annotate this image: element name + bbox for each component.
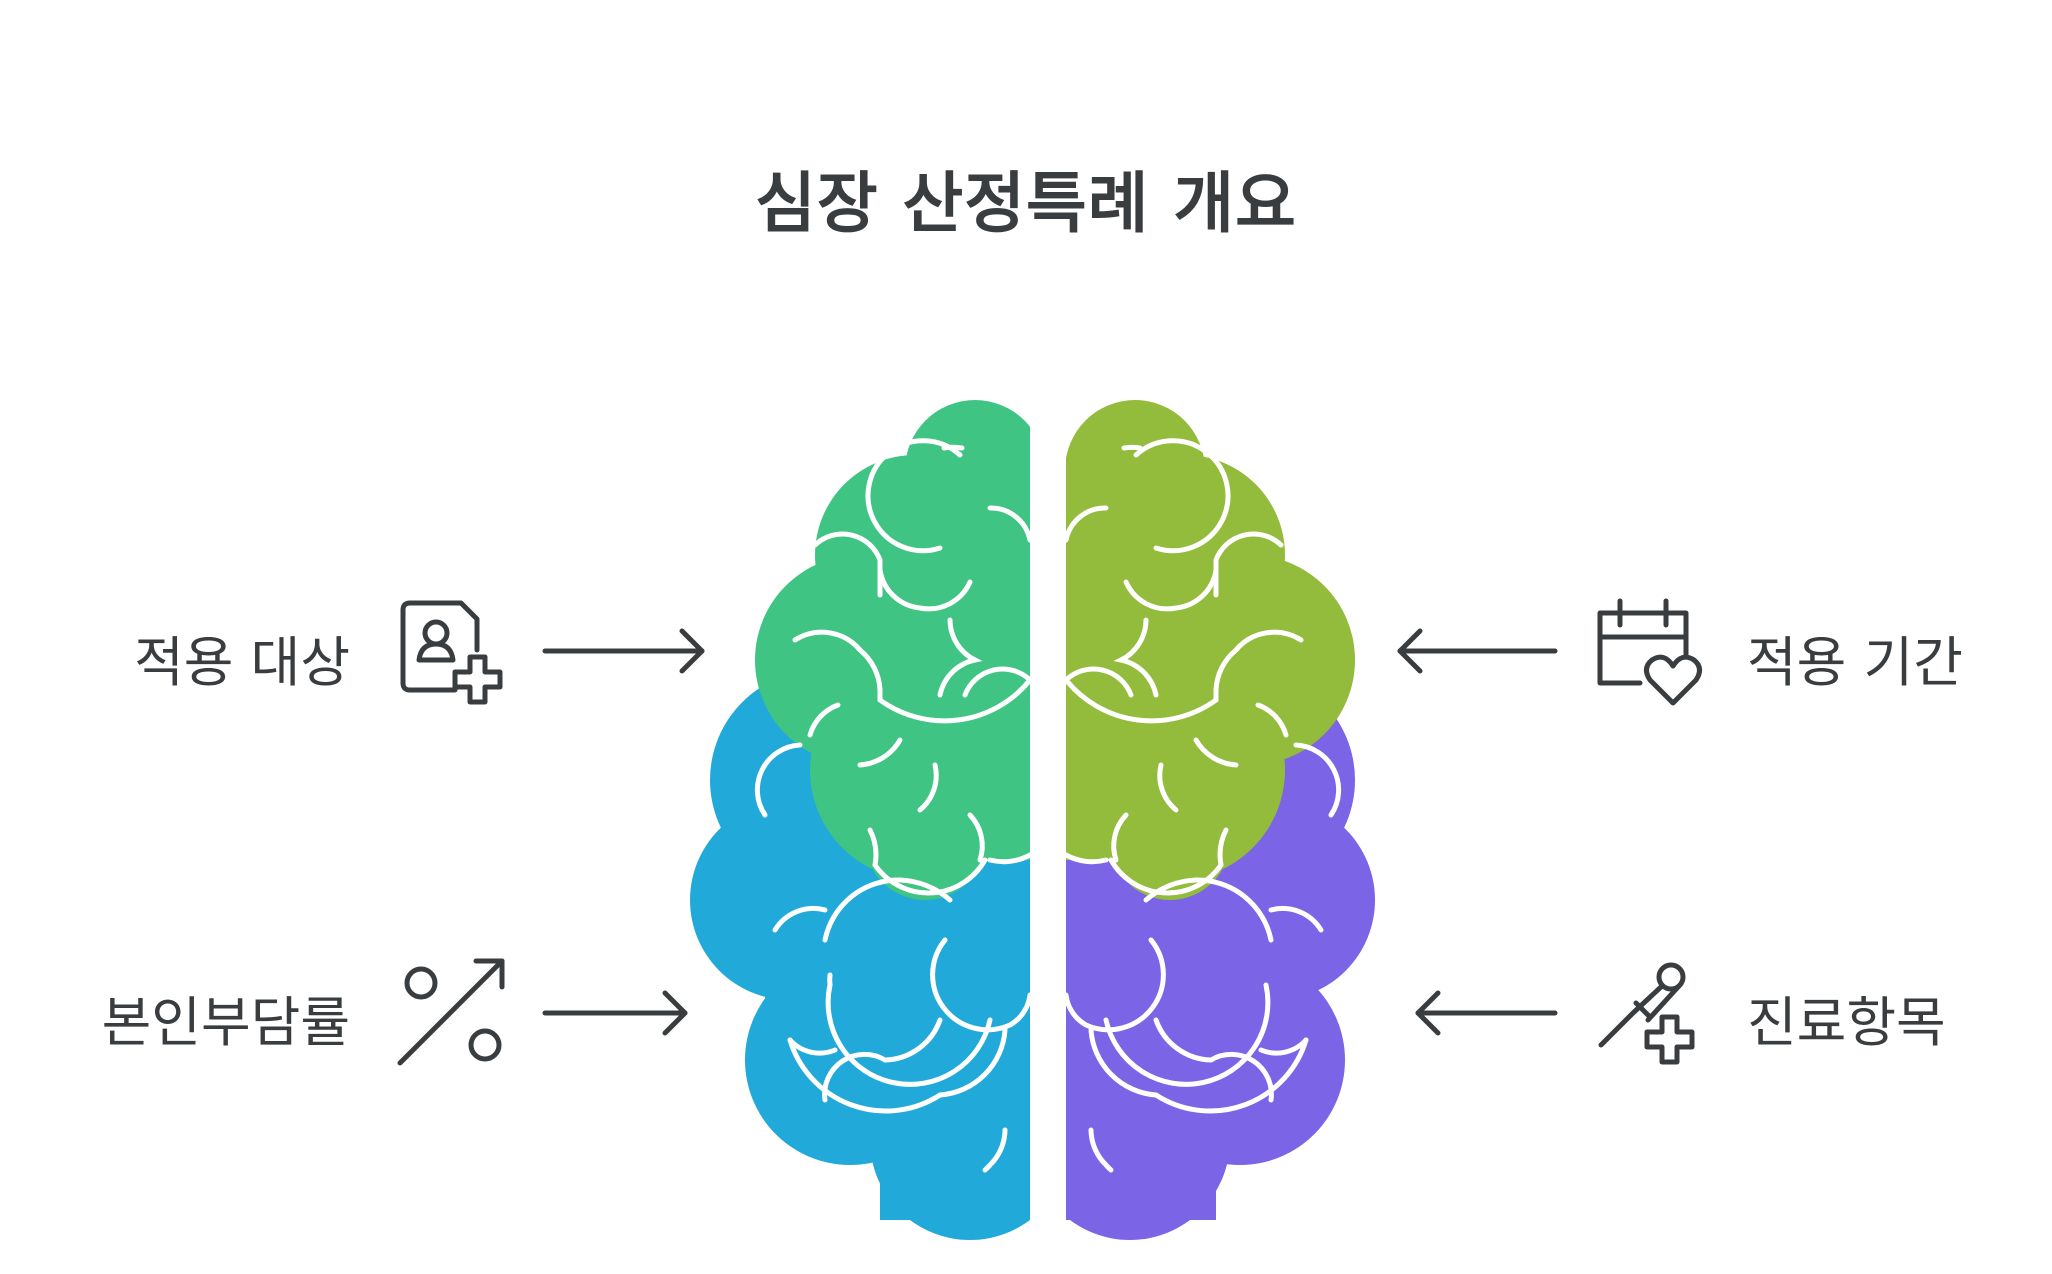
patient-file-plus-icon	[400, 600, 503, 705]
arrow-to-top-left	[542, 628, 705, 674]
arrow-to-bottom-left	[542, 990, 688, 1036]
arrow-to-bottom-right	[1415, 990, 1558, 1036]
arrow-to-top-right	[1397, 628, 1558, 674]
left-hemisphere	[690, 400, 1030, 1240]
percent-arrow-icon	[397, 958, 505, 1066]
label-application-period: 적용 기간	[1747, 631, 1963, 694]
thermometer-plus-icon	[1598, 962, 1695, 1065]
right-hemisphere	[1066, 400, 1375, 1240]
calendar-heart-icon	[1597, 598, 1702, 706]
label-treatment-items: 진료항목	[1747, 991, 1946, 1054]
label-application-target: 적용 대상	[134, 631, 350, 694]
page-title: 심장 산정특례 개요	[755, 165, 1297, 242]
label-copay-rate: 본인부담률	[101, 991, 350, 1054]
